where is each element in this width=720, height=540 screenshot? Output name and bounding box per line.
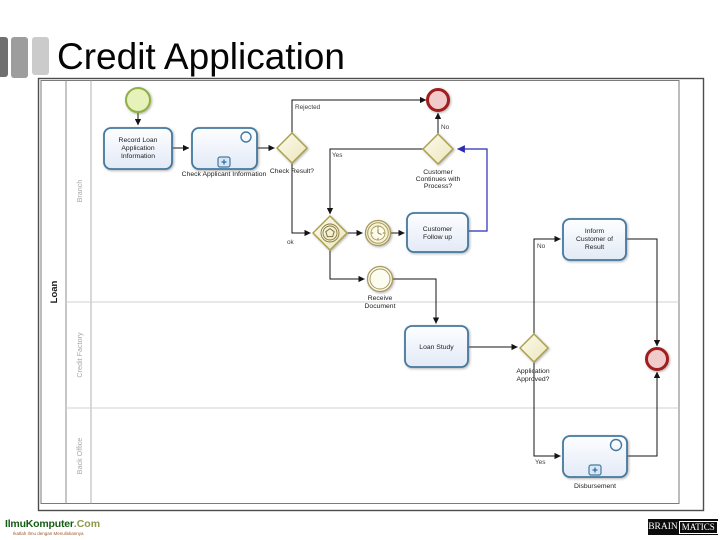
event-gateway-pentagon-icon [325,227,335,238]
flow-label-no-approved: No [537,243,546,250]
task-customer-follow-up: Customer Follow up [406,212,469,253]
brainmatics-logo-left: BRAIN [648,522,678,532]
flow-inform-to-end [626,238,661,347]
flow-label-ok: ok [287,239,295,246]
gateway-customer-continues-label-3: Process? [424,183,453,190]
task-inform-customer-label-2: Customer of [576,236,613,243]
task-inform-customer-label-1: Inform [585,228,605,235]
plus-glyph [592,467,598,473]
flow-disbursement-to-end [627,371,661,457]
gateway-application-approved-label-2: Approved? [517,376,550,383]
subprocess-disbursement: Disbursement [562,435,628,490]
pool-label: Loan [49,280,60,303]
event-based-gateway [312,215,348,251]
clock-hands [377,228,382,236]
brainmatics-logo: BRAIN MATICS [648,519,718,535]
task-loan-study-label: Loan Study [419,344,454,351]
subprocess-check-applicant-label: Check Applicant Information [182,171,267,178]
flow-receive-to-loan-study [393,278,440,324]
event-gateway-inner-circle [322,225,338,241]
flow-yes-to-event-gateway [326,148,423,215]
ilmukomputer-logo-suffix: .Com [73,518,101,530]
end-event-rejected [426,88,450,112]
title-decoration-square-light [32,37,49,75]
subprocess-check-applicant: Check Applicant Information [182,127,267,178]
gateway-check-result: Check Result? [270,132,314,175]
event-gateway-outer-circle [320,223,340,243]
task-loan-study: Loan Study [404,325,469,368]
gateway-check-result-label: Check Result? [270,168,314,175]
gateway-application-approved: Application Approved? [516,333,550,383]
plus-glyph [221,159,227,165]
gateway-application-approved-label-1: Application [516,368,549,375]
title-decoration-square-medium [11,37,28,78]
brainmatics-logo-right: MATICS [678,520,718,534]
receive-document-event: Receive Document [365,265,396,310]
flow-label-no-continue: No [441,124,450,131]
ilmukomputer-tagline: Ikatlah Ilmu dengan Menuliskannya [13,531,84,536]
gateway-customer-continues: Customer Continues with Process? [416,133,461,190]
task-inform-customer-label-3: Result [585,244,604,251]
boundary-circle-icon [240,131,252,143]
lane-label-credit-factory: Credit Factory [75,332,84,378]
timer-event [364,219,392,247]
flow-label-rejected: Rejected [295,104,321,111]
receive-document-label-1: Receive [368,295,393,302]
task-record-loan-label-3: Information [121,153,155,160]
task-customer-follow-up-label-1: Customer [423,226,453,233]
flow-follow-up-to-continues-gateway [457,145,488,232]
receive-document-label-2: Document [365,303,396,310]
flow-label-yes-approved: Yes [535,459,545,466]
subprocess-disbursement-label: Disbursement [574,483,616,490]
gateway-customer-continues-label-2: Continues with [416,176,461,183]
task-record-loan-label-2: Application [121,145,154,152]
lane-label-back-office: Back Office [75,438,84,475]
title-decoration-square-dark [0,37,8,77]
flow-rejected-to-end [291,96,427,133]
gateway-customer-continues-label-1: Customer [423,169,453,176]
task-customer-follow-up-label-2: Follow up [423,234,452,241]
page-title: Credit Application [57,36,345,77]
ilmukomputer-logo-name: IlmuKomputer [5,518,74,530]
flow-no-to-inform [533,235,561,334]
ilmukomputer-logo: IlmuKomputer.Com Ikatlah Ilmu dengan Men… [5,515,100,537]
flow-ok-to-event-gateway [291,163,311,237]
task-inform-customer: Inform Customer of Result [562,218,627,261]
boundary-circle-icon [609,438,623,452]
start-event [125,87,151,113]
task-record-loan-label-1: Record Loan [119,137,158,144]
pool-loan [40,80,680,504]
lane-label-branch: Branch [75,180,84,203]
end-event-result [645,347,669,371]
flow-label-yes-continue: Yes [332,152,342,159]
flow-event-gateway-to-receive [329,250,365,283]
task-record-loan: Record Loan Application Information [103,127,173,170]
flow-yes-to-disbursement [533,362,561,460]
